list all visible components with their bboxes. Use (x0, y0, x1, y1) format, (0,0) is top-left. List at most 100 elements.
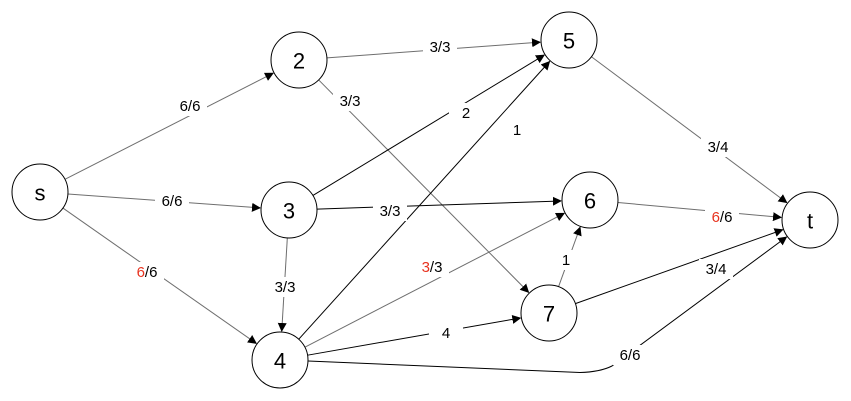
edge-slash-2-7: / (348, 93, 353, 110)
edge-label-3-6: 3/3 (380, 203, 401, 220)
edge-label-bg-7-6 (549, 250, 583, 270)
edge-label-bg-s-3 (155, 191, 189, 211)
edge-flow-6-t: 6 (712, 209, 720, 226)
edge-flow-4-t: 6 (620, 347, 628, 364)
edge-label-7-t: 3/4 (706, 261, 727, 278)
edge-label-3-5: 2 (462, 105, 470, 122)
edge-7-t (575, 228, 784, 305)
node-circle-4 (251, 331, 309, 389)
edge-flow-s-2: 6 (180, 98, 188, 115)
node-label-2: 2 (293, 49, 305, 74)
node-s: s (11, 163, 69, 221)
edge-flow-5-t: 3 (708, 139, 716, 156)
edge-3-6 (316, 196, 562, 210)
edge-label-bg-3-5 (449, 103, 483, 123)
edge-label-2-5: 3/3 (430, 39, 451, 56)
edge-label-bg-3-4 (268, 277, 302, 297)
edge-flow-2-7: 3 (340, 93, 348, 110)
edge-label-4-t: 6/6 (620, 347, 641, 364)
edge-flow-4-5: 1 (513, 122, 521, 139)
edge-4-t (307, 236, 788, 374)
edge-label-s-3: 6/6 (162, 193, 183, 210)
edge-label-bg-7-t (699, 259, 733, 279)
edge-flow-3-5: 2 (462, 105, 470, 122)
edge-label-bg-2-7 (333, 91, 367, 111)
edge-capacity-s-3: 6 (174, 193, 182, 210)
edge-capacity-4-6: 3 (434, 259, 442, 276)
edge-slash-4-6: / (430, 259, 435, 276)
edge-label-bg-4-6 (415, 257, 449, 277)
edge-labels-layer: 6/66/66/63/33/323/33/313/346/63/46/613/4 (130, 37, 739, 365)
edge-capacity-4-t: 6 (632, 347, 640, 364)
edge-4-5 (298, 60, 551, 340)
node-circle-6 (561, 171, 619, 229)
node-7: 7 (520, 284, 578, 342)
node-5: 5 (540, 11, 598, 69)
edges-layer (62, 38, 788, 374)
edge-label-bg-s-4 (130, 262, 164, 282)
edge-capacity-s-4: 6 (149, 264, 157, 281)
edge-label-4-6: 3/3 (422, 259, 443, 276)
edge-capacity-5-t: 4 (720, 139, 728, 156)
node-label-4: 4 (274, 349, 286, 374)
edge-label-bg-5-t (701, 137, 735, 157)
node-label-7: 7 (543, 302, 555, 327)
edge-label-bg-6-t (705, 207, 739, 227)
node-label-5: 5 (563, 29, 575, 54)
edge-flow-7-t: 3 (706, 261, 714, 278)
edge-slash-s-2: / (188, 98, 193, 115)
edge-3-5 (312, 54, 545, 196)
edge-5-t (591, 56, 788, 204)
edge-label-bg-4-t (613, 345, 647, 365)
node-circle-s (11, 163, 69, 221)
edge-label-s-2: 6/6 (180, 98, 201, 115)
edge-label-3-4: 3/3 (275, 279, 296, 296)
edge-slash-s-3: / (170, 193, 175, 210)
edge-label-bg-4-7 (429, 323, 463, 343)
edge-2-7 (318, 79, 530, 294)
node-circle-7 (520, 284, 578, 342)
edge-4-6 (304, 212, 566, 348)
edge-label-4-7: 4 (442, 325, 450, 342)
edge-flow-2-5: 3 (430, 39, 438, 56)
edge-4-7 (307, 314, 522, 356)
edge-label-7-6: 1 (562, 252, 570, 269)
edge-flow-4-7: 4 (442, 325, 450, 342)
node-label-s: s (35, 181, 46, 206)
node-2: 2 (270, 31, 328, 89)
edge-slash-2-5: / (438, 39, 443, 56)
edge-capacity-7-t: 4 (718, 261, 726, 278)
node-3: 3 (260, 181, 318, 239)
node-label-t: t (807, 209, 813, 234)
node-label-6: 6 (584, 189, 596, 214)
edge-label-6-t: 6/6 (712, 209, 733, 226)
edge-slash-5-t: / (716, 139, 721, 156)
node-circle-5 (540, 11, 598, 69)
edge-slash-7-t: / (714, 261, 719, 278)
edge-flow-s-4: 6 (137, 264, 145, 281)
node-4: 4 (251, 331, 309, 389)
edge-capacity-3-4: 3 (287, 279, 295, 296)
node-circle-3 (260, 181, 318, 239)
edge-slash-6-t: / (720, 209, 725, 226)
edge-capacity-s-2: 6 (192, 98, 200, 115)
edge-label-5-t: 3/4 (708, 139, 729, 156)
edge-label-2-7: 3/3 (340, 93, 361, 110)
edge-capacity-3-6: 3 (392, 203, 400, 220)
edge-flow-s-3: 6 (162, 193, 170, 210)
edge-flow-4-6: 3 (422, 259, 430, 276)
node-circle-2 (270, 31, 328, 89)
edge-flow-7-6: 1 (562, 252, 570, 269)
edge-flow-3-6: 3 (380, 203, 388, 220)
edge-slash-3-6: / (388, 203, 393, 220)
node-circle-t (781, 191, 839, 249)
edge-6-t (617, 202, 783, 222)
edge-capacity-2-7: 3 (352, 93, 360, 110)
edge-label-4-5: 1 (513, 122, 521, 139)
node-t: t (781, 191, 839, 249)
edge-flow-3-4: 3 (275, 279, 283, 296)
edge-label-bg-4-5 (500, 120, 534, 140)
